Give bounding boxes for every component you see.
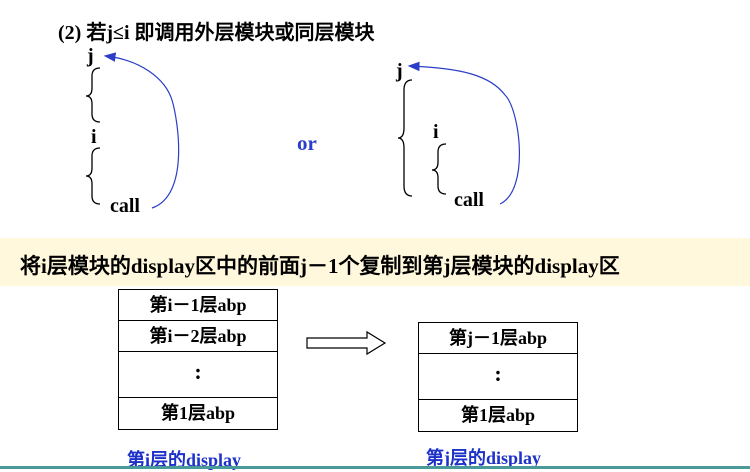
left-stack-caption: 第i层的display — [127, 450, 242, 470]
right-stack-ellipsis: : — [419, 354, 577, 400]
right-call-label: call — [454, 189, 484, 211]
right-display-stack: 第j－1层abp : 第1层abp — [418, 322, 578, 432]
left-call-label: call — [110, 195, 140, 217]
left-stack-row: 第1层abp — [160, 403, 236, 423]
right-stack-row: 第j－1层abp — [419, 323, 577, 354]
right-stack-row: 第1层abp — [460, 405, 536, 425]
copy-arrow-icon — [306, 330, 387, 356]
left-stack-row: 第i－2层abp — [119, 321, 277, 352]
or-label: or — [297, 131, 317, 155]
left-brace-upper — [85, 67, 101, 123]
left-i-label: i — [91, 126, 97, 148]
right-return-arrow — [407, 61, 520, 205]
right-brace-outer — [397, 79, 413, 197]
bottom-rule — [0, 466, 750, 469]
right-j-label: j — [395, 60, 403, 82]
banner-background — [0, 238, 750, 286]
left-stack-ellipsis: : — [119, 352, 277, 398]
left-return-arrow — [103, 52, 180, 209]
right-brace-inner — [431, 143, 447, 195]
left-stack-row: 第i－1层abp — [119, 290, 277, 321]
page-heading: (2) 若j≤i 即调用外层模块或同层模块 — [58, 22, 375, 44]
banner-text: 将i层模块的display区中的前面j－1个复制到第j层模块的display区 — [20, 254, 620, 278]
left-j-label: j — [86, 45, 94, 67]
right-i-label: i — [433, 121, 439, 143]
left-display-stack: 第i－1层abp 第i－2层abp : 第1层abp — [118, 289, 278, 430]
left-brace-lower — [85, 147, 101, 205]
call-diagram: j i call or j i call — [85, 45, 520, 217]
right-stack-caption: 第j层的display — [426, 448, 542, 468]
